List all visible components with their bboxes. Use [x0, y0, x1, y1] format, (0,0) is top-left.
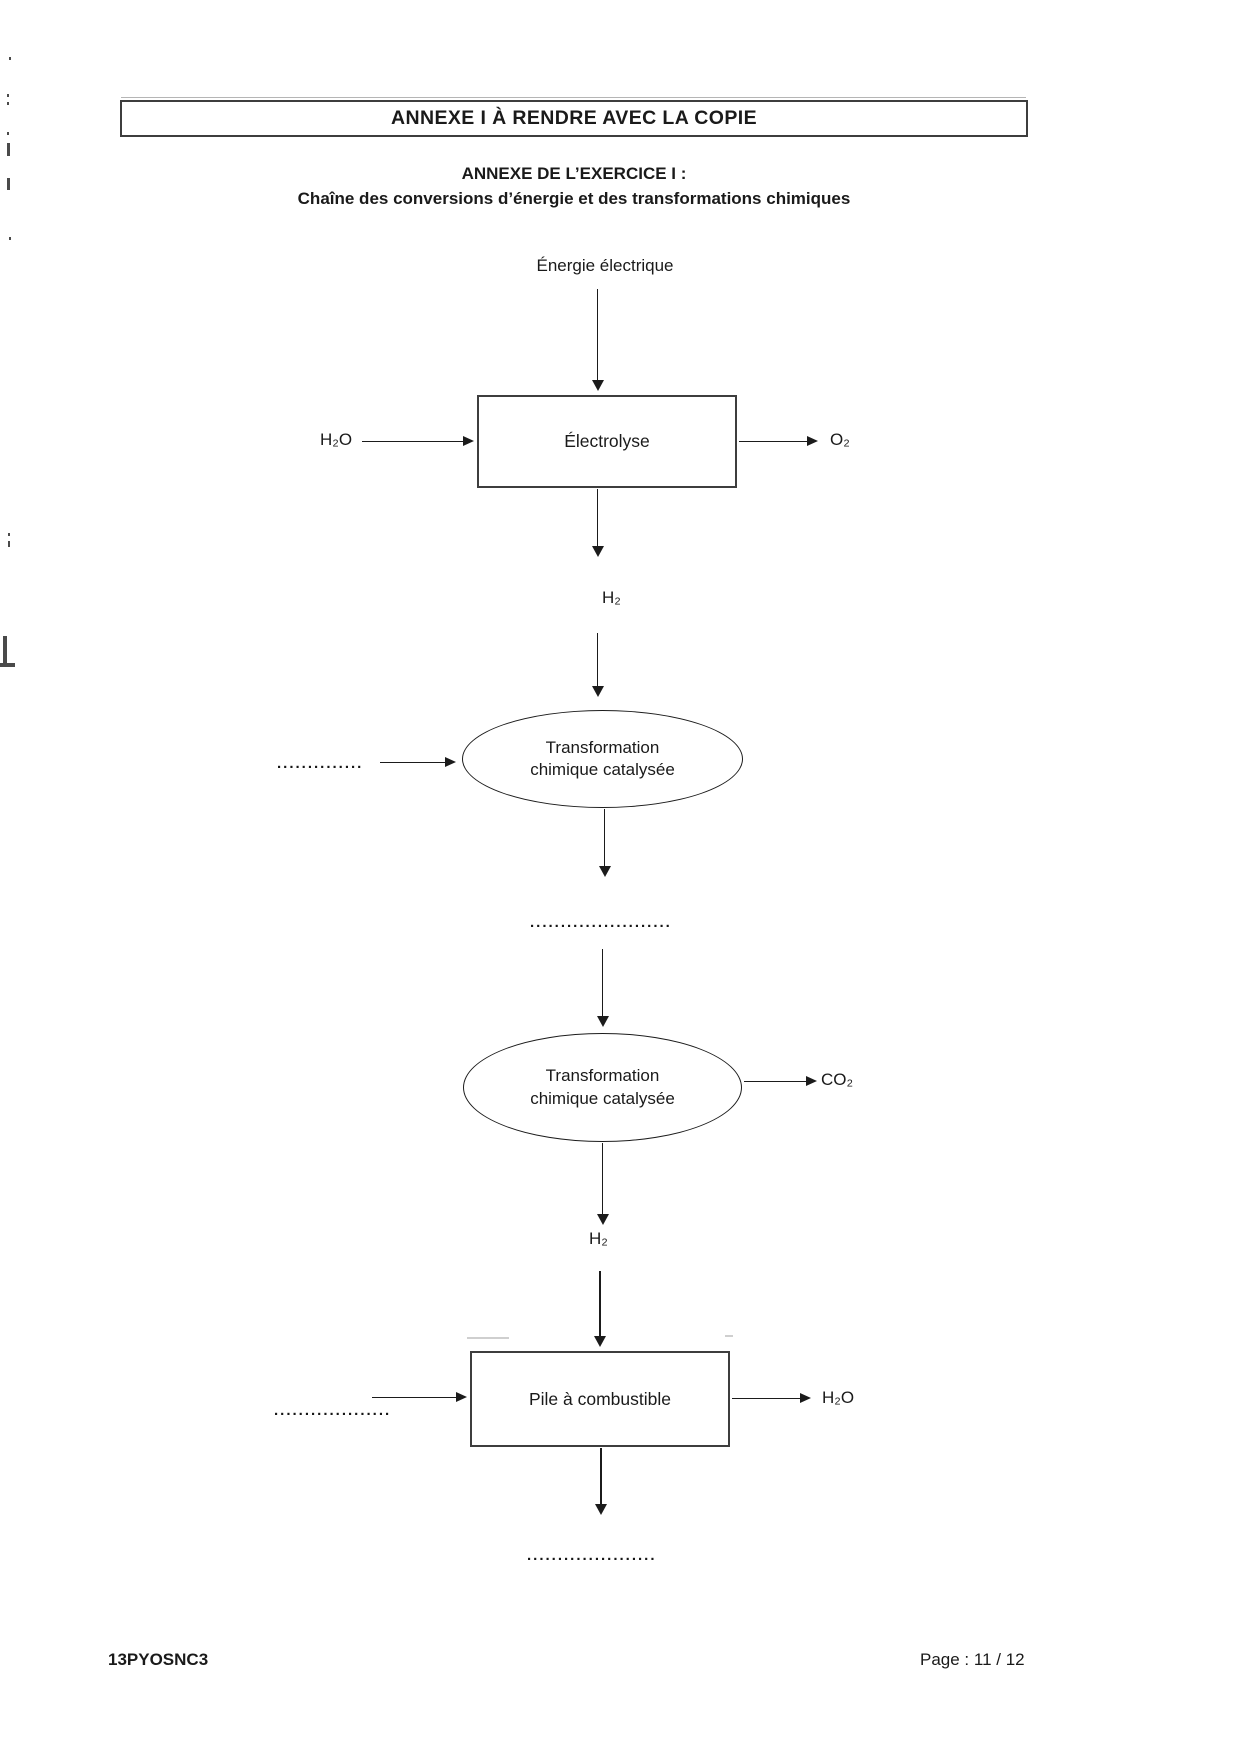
blank-product-transformation1: ....................... [530, 914, 672, 931]
transformation2-ellipse: Transformation chimique catalysée [463, 1033, 742, 1142]
page-number: Page : 11 / 12 [920, 1650, 1025, 1669]
arrow-blank-to-transformation1-head [445, 757, 456, 767]
electrolysis-label: Électrolyse [564, 431, 650, 451]
arrow-electrolysis-to-o2 [739, 441, 807, 443]
arrow-h2o-to-electrolysis-head [463, 436, 474, 446]
header-box: ANNEXE I À RENDRE AVEC LA COPIE [120, 100, 1028, 137]
scan-artifact [9, 57, 11, 60]
arrow-h2o-to-electrolysis [362, 441, 463, 443]
arrow-fuelcell-to-h2o [732, 1398, 800, 1400]
arrow-energy-to-electrolysis [597, 289, 599, 380]
arrow-electrolysis-to-h2 [597, 489, 599, 546]
energy-electric-label: Énergie électrique [536, 256, 674, 275]
chain-subtitle: Chaîne des conversions d’énergie et des … [297, 189, 851, 208]
arrow-transformation2-to-co2 [744, 1081, 806, 1083]
scan-artifact [8, 541, 10, 547]
transformation1-line1: Transformation [545, 737, 660, 757]
arrow-transformation2-to-h2 [602, 1143, 604, 1214]
exam-code: 13PYOSNC3 [108, 1650, 209, 1669]
transformation2-line2: chimique catalysée [530, 1088, 675, 1108]
scan-artifact [8, 533, 10, 536]
transformation2-line1: Transformation [545, 1066, 660, 1086]
arrow-blank-to-fuelcell-head [456, 1392, 467, 1402]
arrow-blank-to-fuelcell [372, 1397, 456, 1399]
h2-label-2: H₂ [589, 1229, 608, 1248]
scan-artifact [725, 1335, 733, 1337]
h2-label-1: H₂ [602, 588, 621, 607]
scan-artifact [7, 143, 10, 156]
arrow-blank-to-transformation1 [380, 762, 445, 764]
blank-output-fuelcell: ..................... [527, 1547, 657, 1564]
scan-artifact [9, 237, 11, 240]
scan-artifact [3, 636, 7, 666]
annexe-subtitle: ANNEXE DE L’EXERCICE I : [461, 164, 687, 183]
electrolysis-box: Électrolyse [477, 395, 737, 488]
arrow-blank-to-transformation2 [602, 949, 604, 1016]
arrow-transformation2-to-co2-head [806, 1076, 817, 1086]
scan-artifact [7, 94, 9, 97]
scan-artifact [467, 1337, 509, 1339]
scan-artifact [7, 102, 9, 105]
annexe-subtitle-row: ANNEXE DE L’EXERCICE I : [120, 164, 1028, 184]
co2-output-label: CO₂ [821, 1070, 854, 1089]
o2-output-label: O₂ [830, 430, 850, 449]
arrow-h2-to-fuelcell [599, 1271, 601, 1336]
scan-hairline [121, 97, 1026, 98]
arrow-transformation1-down [604, 809, 606, 866]
blank-input-fuelcell: ................... [274, 1402, 392, 1419]
arrow-blank-to-transformation2-head [597, 1016, 609, 1027]
fuel-cell-box: Pile à combustible [470, 1351, 730, 1447]
arrow-energy-to-electrolysis-head [592, 380, 604, 391]
arrow-electrolysis-to-h2-head [592, 546, 604, 557]
arrow-fuelcell-to-h2o-head [800, 1393, 811, 1403]
page-title: ANNEXE I À RENDRE AVEC LA COPIE [391, 107, 757, 129]
arrow-transformation1-down-head [599, 866, 611, 877]
arrow-transformation2-to-h2-head [597, 1214, 609, 1225]
arrow-h2-to-fuelcell-head [594, 1336, 606, 1347]
arrow-h2-to-transformation1 [597, 633, 599, 686]
chain-subtitle-row: Chaîne des conversions d’énergie et des … [120, 189, 1028, 209]
arrow-fuelcell-down-head [595, 1504, 607, 1515]
blank-input-transformation1: .............. [277, 755, 364, 772]
h2o-output-label: H₂O [822, 1388, 855, 1407]
scan-artifact [7, 178, 10, 190]
transformation1-ellipse: Transformation chimique catalysée [462, 710, 743, 808]
scan-artifact [0, 663, 15, 667]
arrow-h2-to-transformation1-head [592, 686, 604, 697]
scan-artifact [7, 132, 9, 135]
arrow-fuelcell-down [600, 1448, 602, 1504]
fuel-cell-label: Pile à combustible [528, 1388, 672, 1409]
h2o-input-label: H₂O [320, 430, 353, 449]
transformation1-line2: chimique catalysée [530, 760, 675, 779]
arrow-electrolysis-to-o2-head [807, 436, 818, 446]
